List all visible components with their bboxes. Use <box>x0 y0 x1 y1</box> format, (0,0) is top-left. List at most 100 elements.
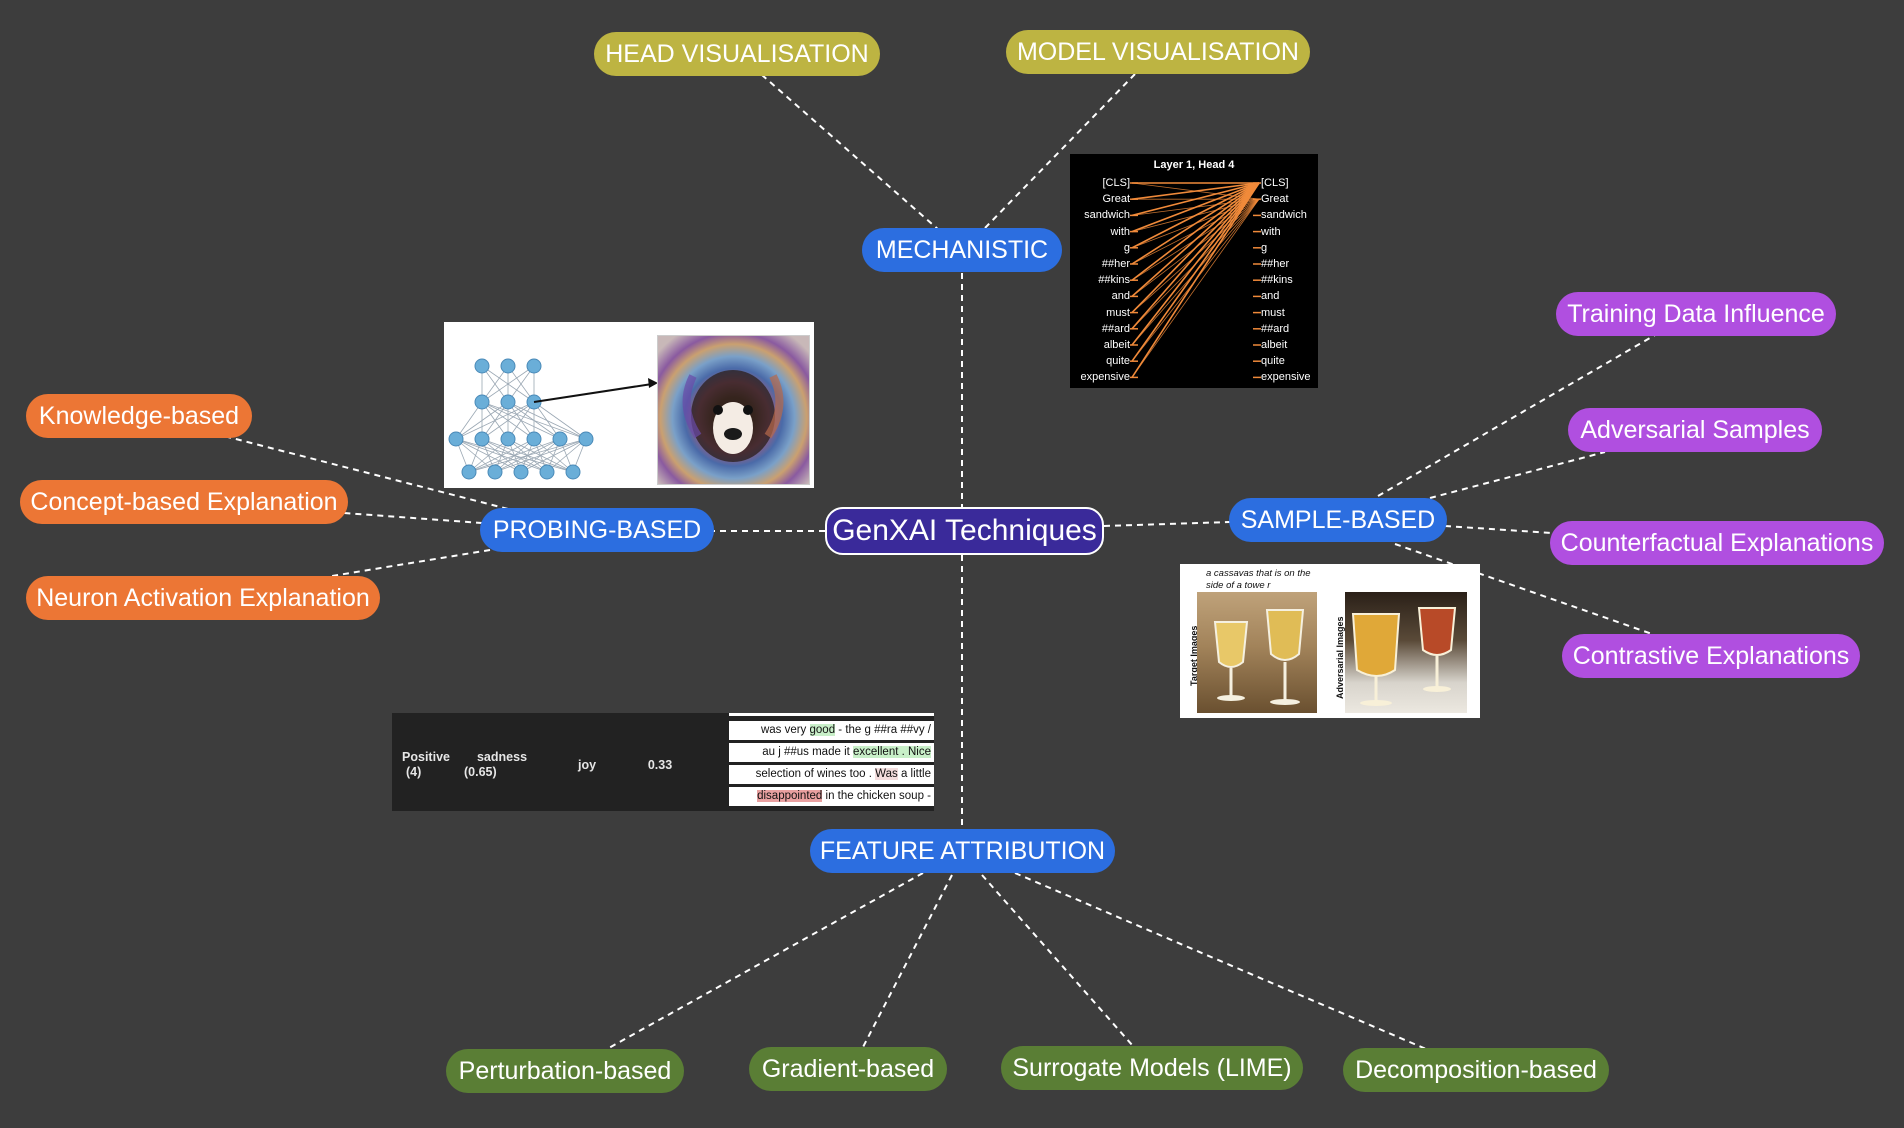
adversarial-caption: a cassavas that is on the side of a towe… <box>1206 568 1311 591</box>
head-visualisation-node[interactable]: HEAD VISUALISATION <box>594 32 880 76</box>
root-node[interactable]: GenXAI Techniques <box>825 507 1104 555</box>
neuron-node <box>474 358 490 374</box>
attention-edge <box>1131 182 1260 362</box>
dog-feature-visualization-image <box>657 335 810 485</box>
attention-token-left: g <box>1123 241 1130 254</box>
neural-network-icon <box>448 358 658 480</box>
attention-edge <box>1131 182 1260 265</box>
neuron-node <box>526 358 542 374</box>
neuron-node <box>539 464 555 480</box>
attribution-token: Was <box>875 768 898 780</box>
attention-token-left: and <box>1111 290 1130 303</box>
knowledge-based-node[interactable]: Knowledge-based <box>26 394 252 438</box>
attention-token-right: expensive <box>1261 371 1311 384</box>
attention-edge <box>1131 182 1260 281</box>
attention-token-right: ##ard <box>1261 322 1290 335</box>
sample-based-node[interactable]: SAMPLE-BASED <box>1229 498 1447 542</box>
concept-based-node[interactable]: Concept-based Explanation <box>20 480 348 524</box>
counterfactual-explanations-node[interactable]: Counterfactual Explanations <box>1550 521 1884 565</box>
neuron-node <box>526 431 542 447</box>
attribution-token: au j ##us made it <box>762 746 854 758</box>
attention-token-right: [CLS] <box>1261 177 1289 189</box>
neuron-node <box>461 464 477 480</box>
attention-token-left: quite <box>1106 355 1130 368</box>
attribution-token: selection of wines too . <box>755 768 876 780</box>
mechanistic-node[interactable]: MECHANISTIC <box>862 228 1062 272</box>
decomposition-based-node[interactable]: Decomposition-based <box>1343 1048 1609 1092</box>
attribution-token: disappointed <box>757 790 823 802</box>
adversarial-samples-illustration: a cassavas that is on the side of a towe… <box>1180 564 1480 718</box>
attention-edge <box>1131 198 1260 378</box>
attention-edge <box>1131 182 1260 217</box>
attention-title: Layer 1, Head 4 <box>1153 159 1235 171</box>
neuron-node <box>513 464 529 480</box>
attention-head-visualization: Layer 1, Head 4 [CLS] Great sandwich with g #… <box>1070 154 1318 388</box>
training-data-influence-node[interactable]: Training Data Influence <box>1556 292 1836 336</box>
attention-token-left: sandwich <box>1084 209 1130 222</box>
attention-token-right: with <box>1261 225 1281 238</box>
attention-token-right: g <box>1261 241 1268 254</box>
emotion-label: sadness (0.65) <box>464 750 528 779</box>
attention-token-left: with <box>1110 225 1130 238</box>
attribution-text-line: au j ##us made it excellent . Nice <box>729 743 934 762</box>
probing-illustration <box>444 322 814 488</box>
attention-edge <box>1131 182 1260 330</box>
gradient-based-node[interactable]: Gradient-based <box>749 1047 947 1091</box>
attention-token-right: albeit <box>1261 339 1288 351</box>
attention-token-right: ##her <box>1261 258 1290 270</box>
attention-edge <box>1131 182 1260 249</box>
attention-token-left: albeit <box>1103 339 1130 351</box>
attention-token-right: ##kins <box>1261 274 1293 287</box>
emotion2-label: joy <box>577 758 597 772</box>
attention-token-left: ##kins <box>1098 274 1130 287</box>
model-visualisation-node[interactable]: MODEL VISUALISATION <box>1006 30 1310 74</box>
attention-token-left: must <box>1106 306 1130 319</box>
sentiment-label: Positive (4) <box>402 750 450 779</box>
neuron-activation-node[interactable]: Neuron Activation Explanation <box>26 576 380 620</box>
attention-edge <box>1131 182 1260 314</box>
attention-token-right: Great <box>1261 193 1289 206</box>
attention-token-right: quite <box>1261 355 1285 368</box>
adversarial-images-label: Adversarial Images <box>1335 616 1345 699</box>
target-beer-image <box>1197 592 1317 713</box>
attention-edge <box>1131 182 1260 378</box>
attention-lines <box>1130 182 1261 379</box>
perturbation-based-node[interactable]: Perturbation-based <box>446 1049 684 1093</box>
adversarial-beer-image <box>1345 592 1467 713</box>
contrastive-explanations-node[interactable]: Contrastive Explanations <box>1562 634 1860 678</box>
attention-token-left: [CLS] <box>1102 177 1130 189</box>
feature-attribution-illustration: Positive (4) sadness (0.65) joy 0.33 was… <box>392 713 934 811</box>
attention-token-left: expensive <box>1080 371 1130 384</box>
neuron-node <box>500 358 516 374</box>
adversarial-samples-node[interactable]: Adversarial Samples <box>1568 408 1822 452</box>
neuron-node <box>487 464 503 480</box>
surrogate-models-node[interactable]: Surrogate Models (LIME) <box>1001 1046 1303 1090</box>
attention-token-left: ##ard <box>1101 322 1130 335</box>
neuron-node <box>474 394 490 410</box>
attention-edge <box>1131 182 1260 346</box>
neuron-node <box>448 431 464 447</box>
attribution-token: in the chicken soup - <box>822 790 931 802</box>
neuron-node <box>578 431 594 447</box>
attention-edge <box>1131 182 1260 297</box>
attention-token-right: and <box>1261 290 1280 303</box>
attribution-text-line: was very good - the g ##ra ##vy / <box>729 721 934 740</box>
feature-attribution-node[interactable]: FEATURE ATTRIBUTION <box>810 829 1115 873</box>
attention-edge <box>1131 182 1260 200</box>
attention-token-right: sandwich <box>1261 209 1307 222</box>
neuron-node <box>500 431 516 447</box>
attention-token-left: Great <box>1102 193 1130 206</box>
score-label: 0.33 <box>647 758 673 772</box>
neuron-node <box>474 431 490 447</box>
attribution-text-line: disappointed in the chicken soup - <box>729 787 934 806</box>
probing-based-node[interactable]: PROBING-BASED <box>480 508 714 552</box>
attention-token-left: ##her <box>1101 258 1130 270</box>
neuron-node <box>565 464 581 480</box>
neuron-node <box>500 394 516 410</box>
attribution-token: a little <box>897 768 931 780</box>
neuron-node <box>552 431 568 447</box>
attribution-token: excellent . Nice <box>853 746 931 758</box>
attribution-token: - the g ##ra ##vy / <box>835 724 931 736</box>
